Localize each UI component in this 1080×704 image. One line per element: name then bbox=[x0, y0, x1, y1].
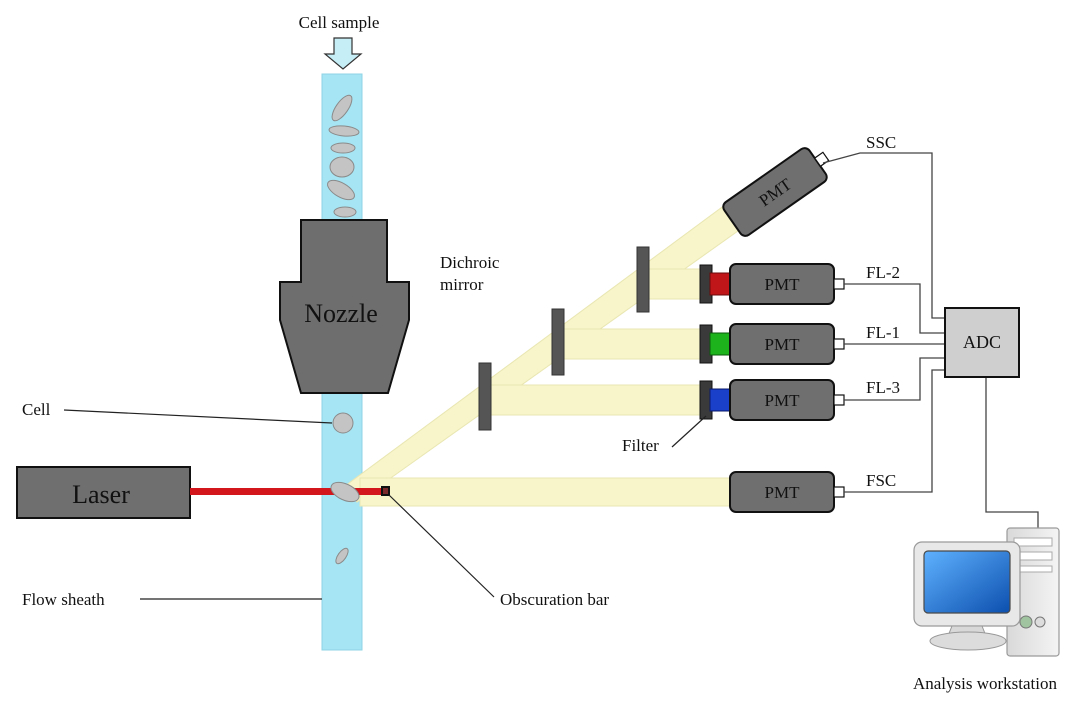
pmt-fl1-label: PMT bbox=[765, 335, 801, 354]
obscuration-bar-inner bbox=[383, 488, 388, 494]
pmt-connector bbox=[833, 338, 845, 350]
cell-queue bbox=[327, 94, 360, 218]
analysis-workstation-label: Analysis workstation bbox=[913, 674, 1058, 693]
dichroic-mirror-1 bbox=[478, 362, 492, 431]
cell-label: Cell bbox=[22, 400, 51, 419]
pmt-fsc-label: PMT bbox=[765, 483, 801, 502]
analysis-workstation bbox=[913, 527, 1060, 657]
pmt-fl1: PMT bbox=[699, 323, 845, 365]
fl2-filter bbox=[709, 272, 731, 296]
pmt-fl3: PMT bbox=[699, 379, 845, 421]
nozzle-label: Nozzle bbox=[304, 299, 378, 328]
forward-scatter-beam bbox=[359, 477, 731, 507]
filter-leader-line bbox=[671, 415, 707, 448]
cell-sample-label: Cell sample bbox=[299, 13, 380, 32]
cell bbox=[330, 142, 356, 154]
cell-leader-line bbox=[63, 409, 333, 424]
power-button-icon bbox=[1019, 615, 1033, 629]
pmt-fl3-label: PMT bbox=[765, 391, 801, 410]
pmt-connector bbox=[833, 278, 845, 290]
fl2-wire bbox=[844, 283, 945, 334]
scattered-light-beams bbox=[344, 201, 746, 507]
fl2-channel-label: FL-2 bbox=[866, 263, 900, 282]
single-cell bbox=[332, 412, 354, 434]
nozzle bbox=[279, 219, 410, 394]
fl3-filter bbox=[709, 388, 731, 412]
pmt-ssc: PMT bbox=[722, 147, 830, 237]
monitor-stand bbox=[929, 631, 1007, 651]
fl1-filter bbox=[709, 332, 731, 356]
ssc-channel-label: SSC bbox=[866, 133, 896, 152]
sample-inlet-arrow-icon bbox=[323, 37, 363, 70]
power-button-icon bbox=[1034, 616, 1046, 628]
pmt-fl2: PMT bbox=[699, 263, 845, 305]
obscuration-bar-label: Obscuration bar bbox=[500, 590, 609, 609]
illuminated-cell bbox=[330, 481, 360, 503]
fsc-wire bbox=[844, 369, 945, 493]
filter-label: Filter bbox=[622, 436, 659, 455]
fl3-beam bbox=[484, 384, 711, 416]
cell bbox=[327, 179, 355, 201]
laser-label: Laser bbox=[72, 480, 130, 509]
fl1-beam bbox=[554, 328, 711, 360]
cell bbox=[335, 547, 349, 565]
dichroic-mirror-3 bbox=[636, 246, 650, 313]
dichroic-label-line1: Dichroic bbox=[440, 253, 500, 272]
fsc-channel-label: FSC bbox=[866, 471, 896, 490]
pmt-fsc: PMT bbox=[729, 471, 845, 513]
pmt-connector bbox=[833, 394, 845, 406]
fl3-wire bbox=[844, 357, 945, 401]
monitor-screen bbox=[923, 550, 1011, 614]
laser-beam bbox=[190, 488, 386, 495]
dichroic-label-line2: mirror bbox=[440, 275, 484, 294]
ssc-wire bbox=[822, 152, 945, 319]
fl1-channel-label: FL-1 bbox=[866, 323, 900, 342]
dichroic-mirror-2 bbox=[551, 308, 565, 376]
obscuration-leader-line bbox=[388, 494, 495, 598]
cell bbox=[333, 206, 357, 218]
pmt-fl2-label: PMT bbox=[765, 275, 801, 294]
signal-wires bbox=[822, 152, 1039, 530]
cell bbox=[328, 125, 360, 137]
adc-box bbox=[944, 307, 1020, 378]
adc-to-workstation-wire bbox=[985, 377, 1039, 530]
pmt-connector bbox=[833, 486, 845, 498]
cell bbox=[329, 156, 355, 178]
drive-bay bbox=[1013, 537, 1053, 547]
cell bbox=[331, 94, 353, 122]
adc-label: ADC bbox=[963, 332, 1001, 352]
fl3-channel-label: FL-3 bbox=[866, 378, 900, 397]
flow-sheath-label: Flow sheath bbox=[22, 590, 105, 609]
